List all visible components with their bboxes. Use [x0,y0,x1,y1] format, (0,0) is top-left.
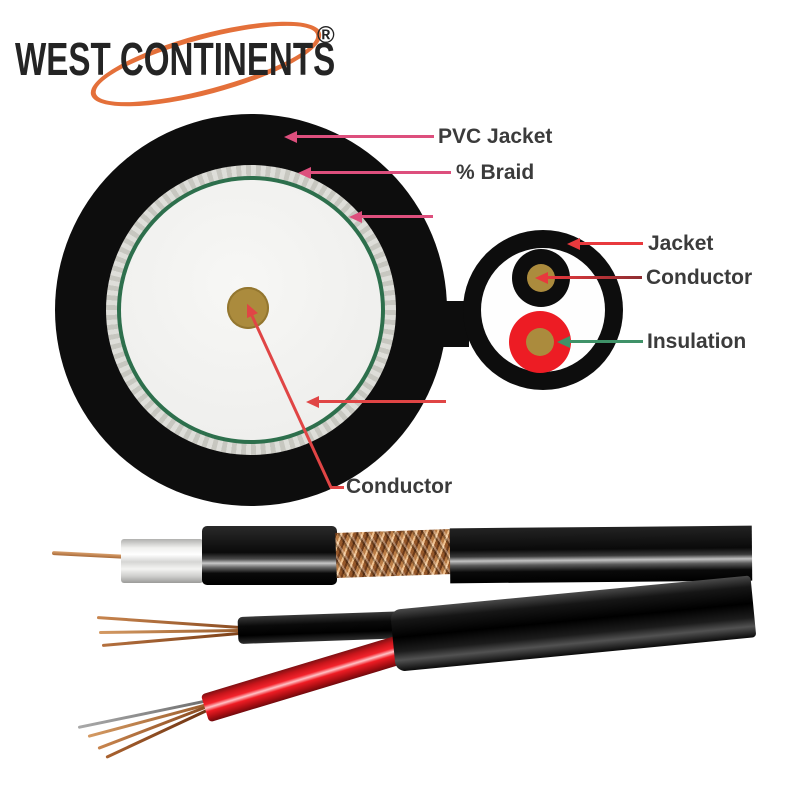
insulation-arrow [570,340,643,343]
pvc-jacket-arrow [297,135,434,138]
conductor-label: Conductor [346,475,453,498]
braid-arrow-unlabeled [362,215,433,218]
outer-jacket-segment [449,525,753,584]
pvc-jacket-label: PVC Jacket [438,125,553,148]
logo-text: WEST CONTINENTS [15,33,336,85]
conductor-arrow-stub [330,486,344,489]
pair-jacket-label: Jacket [648,232,714,255]
insulation-arrow-unlabeled [319,400,446,403]
pair-jacket-arrow [580,242,643,245]
braid-label: % Braid [456,161,535,184]
dielectric-segment [121,539,203,583]
copper-strand [101,631,242,647]
pair-conductor-label: Conductor [646,266,753,289]
jacket-cut-segment [202,526,337,585]
copper-strand [96,616,242,630]
red-power-wire [200,633,413,723]
braid-arrow [311,171,451,174]
copper-braid-segment [335,528,453,579]
center-conductor-wire [51,551,125,559]
registered-trademark-icon: ® [317,22,335,49]
power-cable-jacket [390,575,757,672]
red-conductor-core [526,328,554,356]
pair-conductor-arrow [548,276,642,279]
insulation-label: Insulation [647,330,747,353]
